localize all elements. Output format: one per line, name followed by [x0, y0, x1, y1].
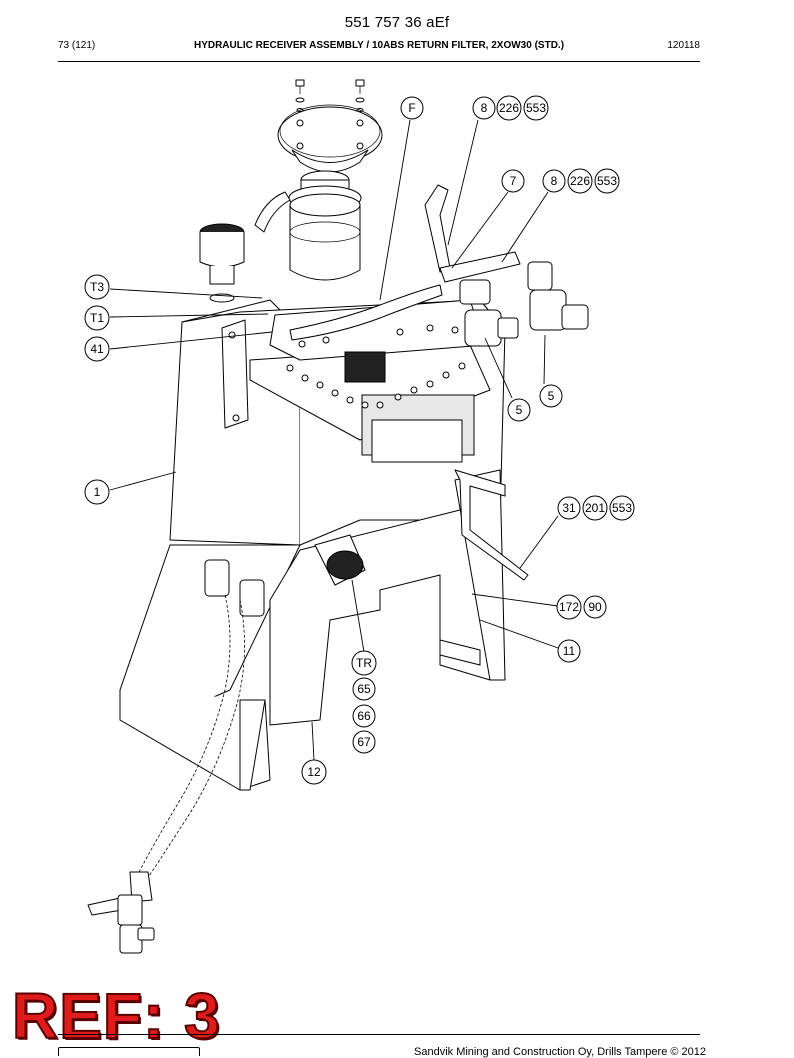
page-header: 73 (121) HYDRAULIC RECEIVER ASSEMBLY / 1…: [58, 40, 700, 56]
svg-text:T1: T1: [90, 311, 104, 325]
return-rod: [454, 469, 529, 581]
svg-text:5: 5: [548, 389, 555, 403]
callout-553-side: 553: [609, 495, 635, 521]
svg-text:553: 553: [612, 501, 632, 515]
svg-text:1: 1: [94, 485, 101, 499]
breather: [199, 223, 245, 303]
revision-date: 120118: [667, 40, 700, 51]
side-bracket: [221, 319, 249, 429]
svg-text:T3: T3: [90, 280, 104, 294]
svg-text:553: 553: [597, 174, 617, 188]
callout-201: 201: [582, 495, 608, 521]
return-hoses: [254, 184, 521, 341]
assembly-title: HYDRAULIC RECEIVER ASSEMBLY / 10ABS RETU…: [193, 40, 565, 51]
callout-1: 1: [84, 479, 110, 505]
filter-cover: [277, 104, 383, 173]
svg-text:5: 5: [516, 403, 523, 417]
footer-rule: [58, 1034, 700, 1035]
svg-text:226: 226: [570, 174, 590, 188]
svg-text:12: 12: [307, 765, 321, 779]
header-rule: [58, 61, 700, 62]
svg-text:201: 201: [585, 501, 605, 515]
callout-7: 7: [501, 169, 525, 193]
callout-12: 12: [301, 759, 327, 785]
brand-logo-box: [58, 1047, 200, 1056]
svg-text:8: 8: [551, 174, 558, 188]
svg-text:172: 172: [559, 600, 579, 614]
svg-text:553: 553: [526, 101, 546, 115]
callout-90: 90: [583, 595, 607, 619]
document-number: 551 757 36 aEf: [344, 14, 450, 31]
callout-T3: T3: [84, 274, 110, 300]
filter-element: [288, 170, 362, 281]
svg-text:65: 65: [357, 682, 371, 696]
callout-TR: TR: [351, 650, 377, 676]
callout-11: 11: [557, 639, 581, 663]
callout-553-lower: 553: [594, 168, 620, 194]
callout-226-upper: 226: [496, 95, 522, 121]
callout-5-left: 5: [507, 398, 531, 422]
svg-text:TR: TR: [356, 656, 372, 670]
svg-text:66: 66: [357, 709, 371, 723]
svg-text:31: 31: [562, 501, 576, 515]
svg-text:11: 11: [563, 644, 576, 658]
svg-text:7: 7: [510, 174, 517, 188]
callout-5-right: 5: [539, 384, 563, 408]
footer-copyright: Sandvik Mining and Construction Oy, Dril…: [414, 1046, 706, 1058]
leader-lines: [109, 119, 559, 761]
callout-67: 67: [352, 730, 376, 754]
page-indicator: 73 (121): [58, 40, 96, 51]
ref-stamp: REF: 3: [11, 980, 221, 1052]
callout-553-upper: 553: [523, 95, 549, 121]
svg-text:90: 90: [588, 600, 602, 614]
svg-text:F: F: [408, 101, 415, 115]
callout-172: 172: [556, 594, 582, 620]
drain-hose: [87, 594, 245, 954]
callout-66: 66: [352, 704, 376, 728]
callout-41: 41: [84, 336, 110, 362]
threaded-fittings: [204, 534, 366, 617]
callout-8-lower: 8: [542, 169, 566, 193]
callout-8-upper: 8: [472, 96, 496, 120]
svg-text:8: 8: [481, 101, 488, 115]
callout-T1: T1: [84, 305, 110, 331]
svg-text:226: 226: [499, 101, 519, 115]
valves: [459, 261, 589, 347]
callout-65: 65: [352, 677, 376, 701]
svg-text:67: 67: [357, 735, 371, 749]
callout-31: 31: [557, 496, 581, 520]
callout-F: F: [400, 96, 424, 120]
lid-bolts: [286, 324, 466, 409]
svg-text:41: 41: [90, 342, 104, 356]
callout-226-lower: 226: [567, 168, 593, 194]
tank-body: [169, 299, 506, 546]
